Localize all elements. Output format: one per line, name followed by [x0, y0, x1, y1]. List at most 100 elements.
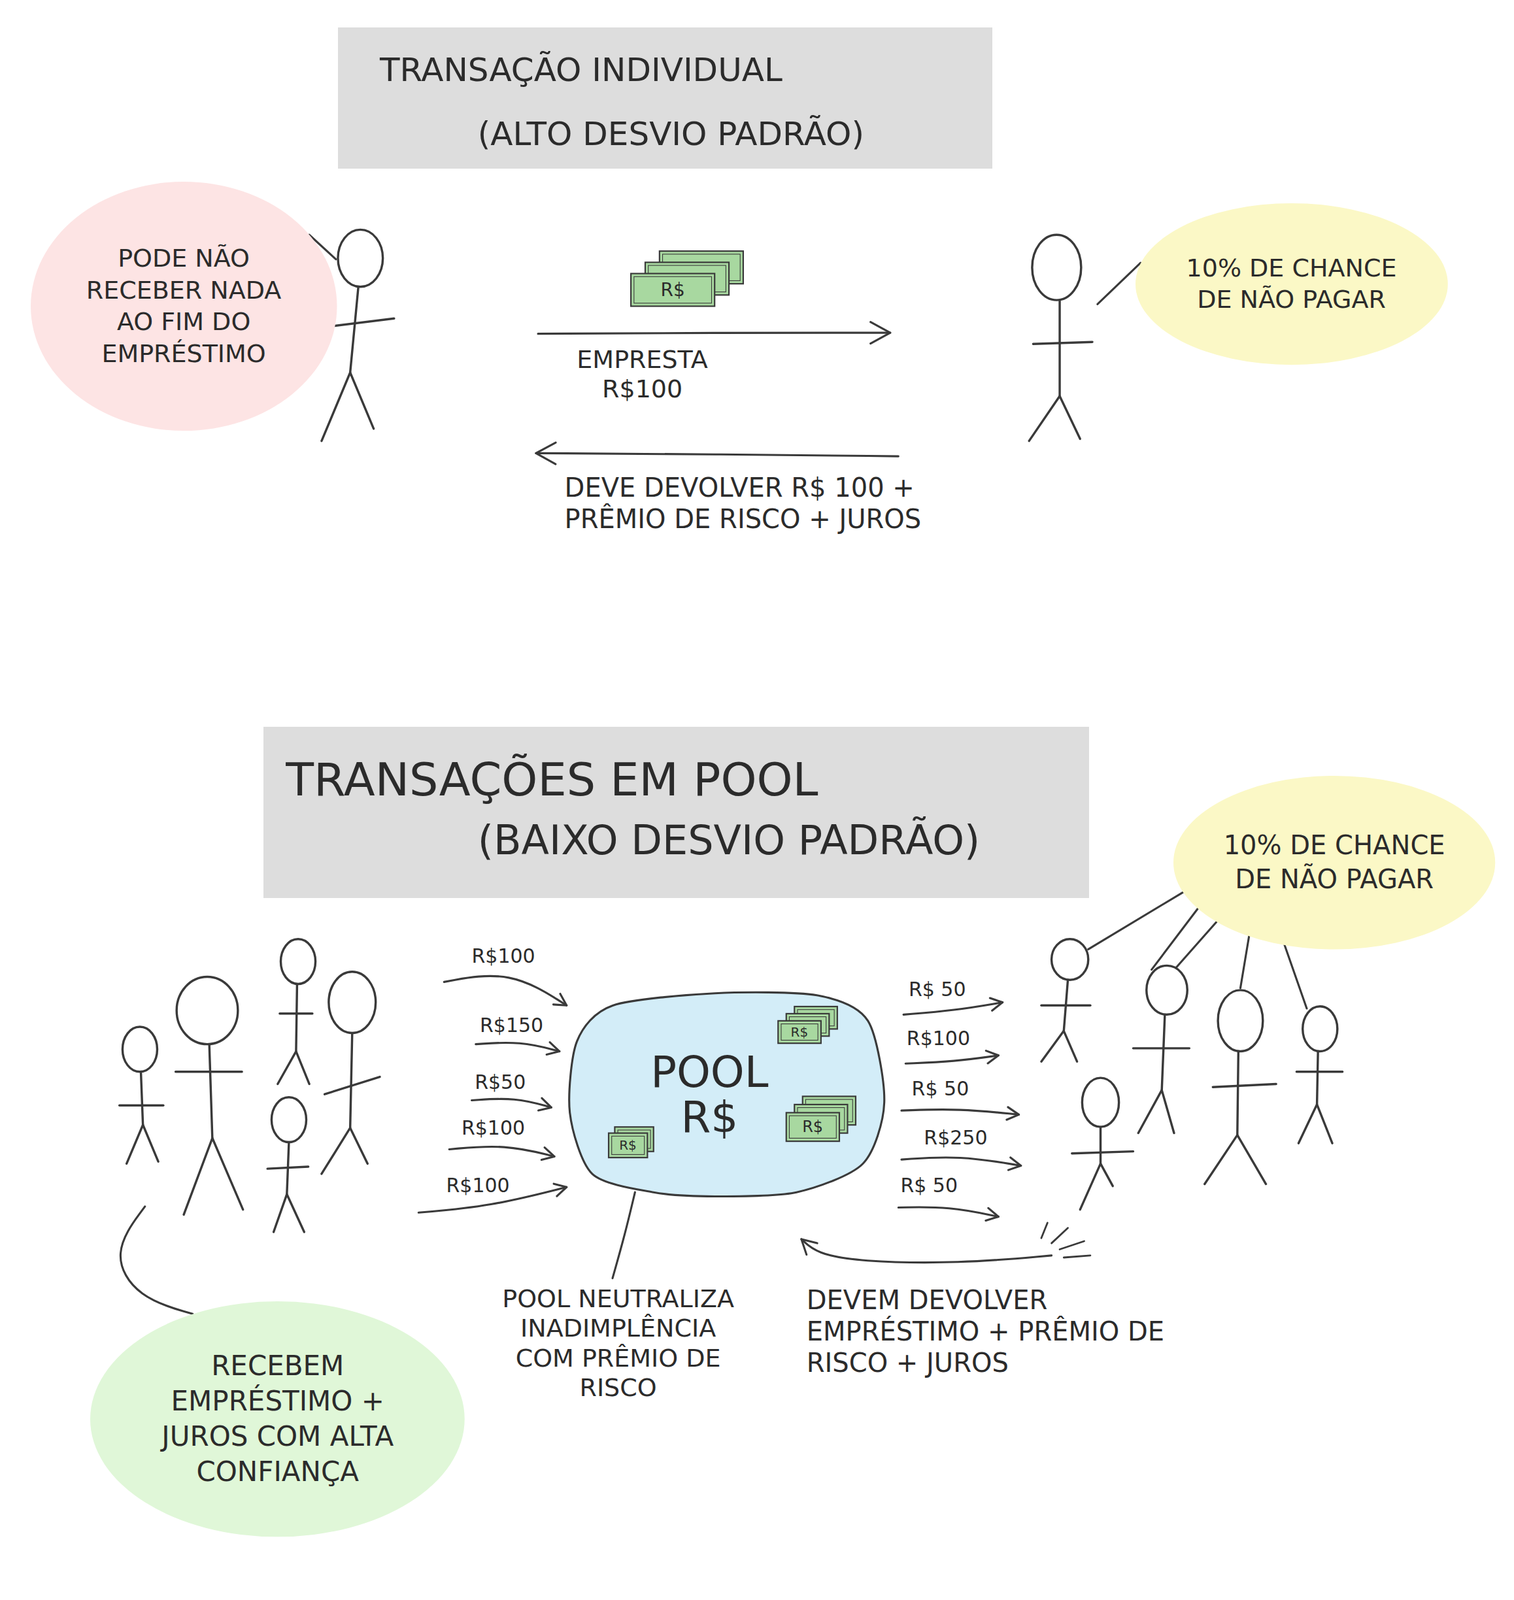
figure-head: [1032, 234, 1082, 301]
node-text: 10% DE CHANCE DE NÃO PAGAR: [1216, 828, 1452, 896]
stick-figure: [1296, 1006, 1343, 1144]
pool-blob: POOL R$: [566, 990, 886, 1200]
stick-figure: [267, 1097, 308, 1233]
deposit-arrow: [443, 975, 567, 1006]
banknote-border: [611, 1136, 644, 1155]
motion-mark: [1051, 1228, 1069, 1244]
leader-line: [1284, 945, 1307, 1009]
figure-limb: [1161, 1014, 1165, 1091]
banknote: [630, 273, 715, 307]
figure-limb: [119, 1104, 164, 1107]
figure-limb: [350, 1032, 353, 1128]
leader-line: [120, 1206, 193, 1314]
arrow-head: [1008, 1157, 1022, 1171]
amount-label: R$100: [906, 1026, 971, 1051]
ellipse-fill: [1173, 775, 1496, 950]
figure-limb: [273, 1194, 305, 1233]
loan-arrow: [905, 1051, 999, 1065]
figure-limb: [126, 1125, 159, 1164]
node-text: POOL R$: [650, 1049, 769, 1141]
arrow-label: DEVE DEVOLVER R$ 100 + PRÊMIO DE RISCO +…: [564, 471, 933, 535]
stick-figure: [1204, 990, 1277, 1185]
ellipse-outline: [90, 1301, 465, 1537]
arrow-head: [1006, 1107, 1020, 1120]
figure-head: [1081, 1077, 1119, 1128]
motion-mark: [1059, 1241, 1084, 1250]
figure-limb: [296, 983, 298, 1052]
leader-line: [1097, 262, 1141, 304]
leader-line: [1088, 892, 1184, 950]
figure-limb: [1298, 1104, 1333, 1144]
figure-limb: [1237, 1051, 1239, 1136]
note-label: POOL NEUTRALIZA INADIMPLÊNCIA COM PRÊMIO…: [487, 1284, 748, 1404]
deposit-arrow: [475, 1042, 560, 1056]
callout-ellipse: 10% DE CHANCE DE NÃO PAGAR: [1135, 203, 1448, 365]
arrow-line: [449, 1146, 555, 1157]
figure-head: [122, 1026, 157, 1073]
repay-arrow: [536, 442, 899, 465]
arrow-line: [536, 453, 899, 457]
figure-limb: [1204, 1135, 1267, 1185]
banknote-border: [634, 276, 712, 304]
arrow-head: [536, 442, 556, 465]
repay-arrow: [801, 1239, 1052, 1263]
arrow-head: [985, 1208, 999, 1221]
figure-limb: [267, 1166, 308, 1169]
leader-line: [1151, 908, 1199, 971]
stick-figure: [1072, 1077, 1134, 1210]
heading-text: (ALTO DESVIO PADRÃO): [477, 114, 865, 154]
pool-outline-path: [569, 992, 885, 1197]
callout-ellipse: PODE NÃO RECEBER NADA AO FIM DO EMPRÉSTI…: [30, 181, 338, 431]
arrow-line: [903, 1002, 1003, 1016]
arrow-head: [546, 1042, 560, 1056]
arrow-head: [989, 998, 1003, 1011]
motion-marks: [1041, 1223, 1091, 1258]
figure-head: [280, 939, 316, 985]
banknote-stacks: [608, 1006, 856, 1158]
amount-label: R$100: [471, 944, 536, 969]
motion-mark: [1063, 1255, 1091, 1258]
figure-limb: [183, 1138, 244, 1215]
figure-limb: [1072, 1151, 1134, 1154]
stick-figure: [1132, 965, 1190, 1133]
banknote-text: R$: [790, 1025, 808, 1039]
figure-limb: [321, 1128, 368, 1175]
motion-mark: [1041, 1223, 1048, 1239]
title-band: TRANSAÇÕES EM POOL(BAIXO DESVIO PADRÃO): [263, 726, 1090, 899]
ellipse-outline: [1173, 775, 1496, 950]
stick-figure: [119, 1026, 164, 1164]
arrow-line: [801, 1239, 1052, 1263]
ellipse-outline: [30, 181, 338, 431]
banknote-text: R$: [619, 1138, 637, 1152]
deposit-arrow: [471, 1098, 552, 1111]
node-text: PODE NÃO RECEBER NADA AO FIM DO EMPRÉSTI…: [75, 242, 292, 371]
figure-limb: [1079, 1163, 1113, 1210]
leader-line: [612, 1192, 635, 1279]
loan-arrow: [898, 1207, 999, 1221]
arrow-line: [901, 1110, 1020, 1116]
figure-limb: [209, 1044, 213, 1139]
banknote-border: [781, 1023, 818, 1041]
figure-head: [1217, 990, 1263, 1052]
arrow-label: EMPRESTA R$100: [576, 345, 708, 405]
callout-ellipse: RECEBEM EMPRÉSTIMO + JUROS COM ALTA CONF…: [90, 1301, 465, 1537]
figure-limb: [1296, 1070, 1343, 1073]
amount-label: R$ 50: [900, 1174, 958, 1198]
banknote-text: R$: [802, 1119, 824, 1135]
leader-line: [1176, 921, 1217, 968]
heading-text: TRANSAÇÕES EM POOL: [285, 752, 818, 808]
figure-limb: [141, 1072, 144, 1126]
figure-limb: [1212, 1084, 1277, 1088]
banknote-border: [789, 1115, 837, 1139]
arrow-line: [898, 1207, 999, 1218]
loan-arrow: [538, 322, 891, 344]
figure-limb: [1032, 341, 1093, 344]
amount-label: R$ 50: [911, 1077, 970, 1101]
stick-figure: [321, 972, 380, 1175]
stick-figure: [277, 939, 316, 1085]
amount-label: R$150: [479, 1013, 544, 1038]
figure-limb: [277, 1051, 310, 1085]
figure-limb: [324, 1077, 380, 1095]
arrow-line: [901, 1157, 1022, 1167]
